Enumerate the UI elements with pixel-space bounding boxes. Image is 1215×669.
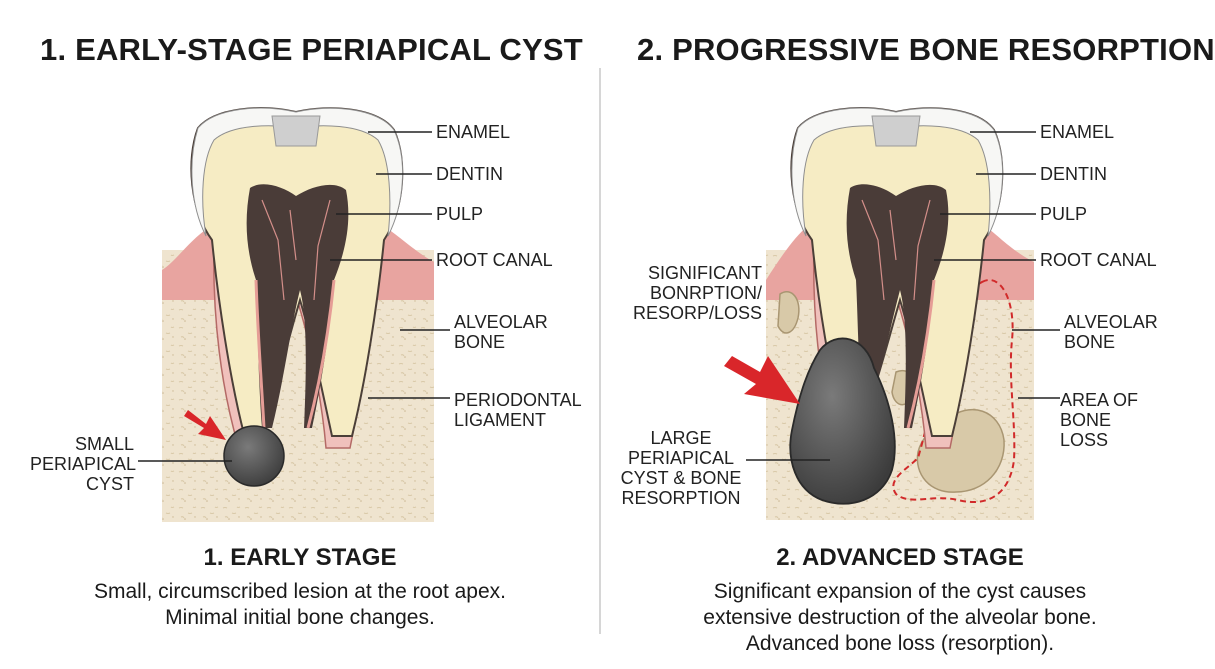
root-canal-lining-2 <box>906 279 936 429</box>
label-pulp-2: PULP <box>1040 204 1088 224</box>
label-large-cyst: LARGE PERIAPICAL CYST & BONE RESORPTION <box>616 428 746 508</box>
label-cyst-line-1: SMALL <box>74 434 134 454</box>
gum-right-2 <box>974 224 1034 300</box>
panel1-caption-line-2: Minimal initial bone changes. <box>165 606 435 629</box>
crown-filling-2 <box>871 115 921 147</box>
label-boneloss-line-3: LOSS <box>1060 430 1109 450</box>
gum-left <box>162 228 218 300</box>
large-periapical-cyst <box>789 337 896 505</box>
panel1-leader-lines <box>138 131 450 462</box>
panel2-caption: Significant expansion of the cyst causes… <box>630 579 1170 657</box>
label-largecyst-line-1: LARGE <box>650 428 712 448</box>
label-dentin: DENTIN <box>436 164 503 184</box>
panel1-caption-line-1: Small, circumscribed lesion at the root … <box>93 580 506 603</box>
label-alveolar2-line-2: BONE <box>1064 332 1116 352</box>
label-boneloss-line-1: AREA OF <box>1060 390 1139 410</box>
label-boneloss-line-2: BONE <box>1060 410 1112 430</box>
label-largecyst-line-3: CYST & BONE <box>620 468 742 488</box>
label-alveolar2-line-1: ALVEOLAR <box>1064 312 1158 332</box>
bone-resorption-cavity-left <box>777 291 800 334</box>
label-cyst-line-3: CYST <box>85 474 134 494</box>
panel2-leader-lines <box>746 131 1060 461</box>
crown-filling <box>271 115 321 147</box>
panel2-caption-line-2: extensive destruction of the alveolar bo… <box>703 606 1097 629</box>
label-resorp-line-2: BONRPTION/ <box>649 283 762 303</box>
pulp-nerves-2 <box>861 199 931 301</box>
panel1-caption-heading: 1. EARLY STAGE <box>203 544 397 571</box>
label-root-canal-2: ROOT CANAL <box>1040 250 1157 270</box>
label-alveolar-bone: ALVEOLAR BONE <box>454 312 548 352</box>
label-resorp-line-3: RESORP/LOSS <box>632 303 762 323</box>
label-periodontal-ligament: PERIODONTAL LIGAMENT <box>454 390 582 430</box>
pulp-nerves <box>261 199 331 301</box>
panel2-caption-line-3: Advanced bone loss (resorption). <box>745 632 1055 655</box>
label-alveolar-line-2: BONE <box>454 332 506 352</box>
panel1-title: 1. EARLY-STAGE PERIAPICAL CYST <box>40 32 583 67</box>
label-alveolar-line-1: ALVEOLAR <box>454 312 548 332</box>
label-cyst-line-2: PERIAPICAL <box>30 454 137 474</box>
label-pulp: PULP <box>436 204 484 224</box>
panel2-diagram <box>724 107 1060 520</box>
gum-left-2 <box>766 226 818 300</box>
panel2-caption-heading: 2. ADVANCED STAGE <box>776 544 1024 571</box>
label-pdl-line-1: PERIODONTAL <box>454 390 582 410</box>
label-resorp-line-1: SIGNIFICANT <box>647 263 762 283</box>
panel1-red-arrow <box>184 410 226 440</box>
label-alveolar-bone-2: ALVEOLAR BONE <box>1064 312 1158 352</box>
gum-right <box>372 224 434 300</box>
bone-loss-outline <box>892 279 1016 503</box>
panel2-caption-line-1: Significant expansion of the cyst causes <box>713 580 1087 603</box>
panel-divider <box>599 68 601 634</box>
label-small-cyst: SMALL PERIAPICAL CYST <box>30 434 137 494</box>
panel2-red-arrow <box>724 356 800 404</box>
label-dentin-2: DENTIN <box>1040 164 1107 184</box>
label-area-of-bone-loss: AREA OF BONE LOSS <box>1060 390 1138 450</box>
panel1-diagram <box>138 107 450 522</box>
label-significant-resorption: SIGNIFICANT BONRPTION/ RESORP/LOSS <box>616 263 762 323</box>
panel2-title: 2. PROGRESSIVE BONE RESORPTION <box>637 32 1215 67</box>
enamel-layer <box>191 107 403 237</box>
label-largecyst-line-2: PERIAPICAL <box>627 448 735 468</box>
small-periapical-cyst <box>223 425 285 487</box>
panel1-caption: Small, circumscribed lesion at the root … <box>30 579 570 631</box>
label-enamel: ENAMEL <box>436 122 511 142</box>
label-root-canal: ROOT CANAL <box>436 250 553 270</box>
enamel-layer-2 <box>791 107 1003 237</box>
label-pdl-line-2: LIGAMENT <box>454 410 547 430</box>
label-enamel-2: ENAMEL <box>1040 122 1115 142</box>
label-largecyst-line-4: RESORPTION <box>621 488 741 508</box>
root-canal-lining <box>254 279 336 429</box>
